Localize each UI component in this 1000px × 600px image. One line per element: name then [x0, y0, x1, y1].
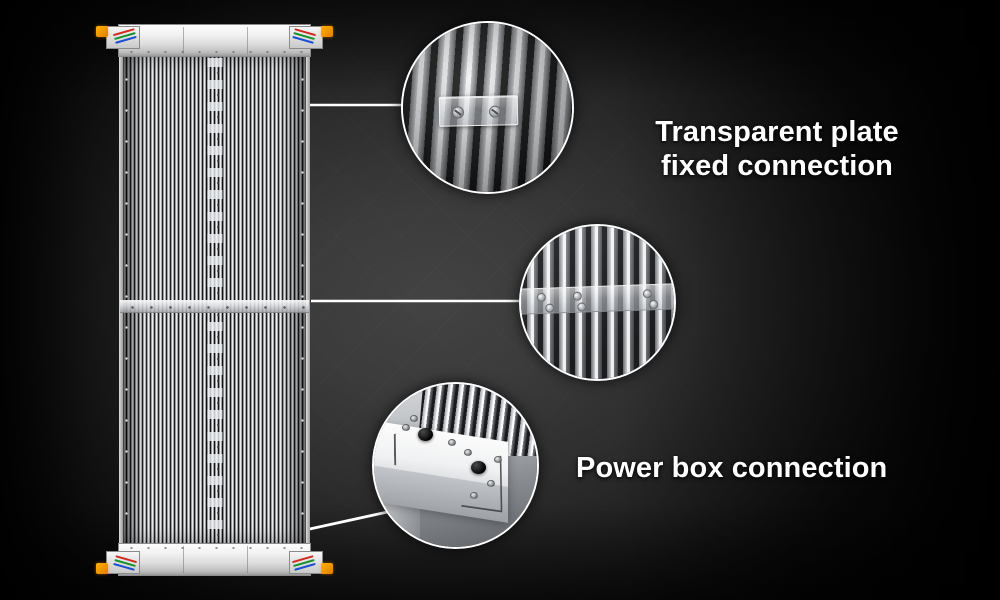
screw-icon	[577, 302, 587, 312]
connector-top-right[interactable]	[289, 26, 333, 49]
screw-icon	[448, 439, 456, 446]
connector-bottom-right[interactable]	[289, 551, 333, 574]
callout-circle-power-box[interactable]	[372, 382, 539, 549]
cable-gland-icon	[418, 428, 433, 441]
caption-power-box: Power box connection	[576, 452, 888, 484]
rail-seam	[183, 546, 184, 573]
screw-icon	[402, 424, 410, 431]
callout-2-photo	[521, 226, 674, 379]
transparent-fixing-plate	[438, 95, 519, 127]
screw-icon	[488, 105, 502, 118]
screw-icon	[451, 106, 465, 119]
screw-icon	[487, 480, 495, 487]
screw-icon	[410, 415, 418, 422]
bottom-aluminium-rail	[118, 543, 311, 576]
connector-top-left[interactable]	[96, 26, 140, 49]
screw-icon	[470, 492, 478, 499]
callout-3-photo	[374, 384, 537, 547]
top-rail-screw-row	[123, 51, 306, 53]
power-plug-icon[interactable]	[96, 26, 108, 37]
screw-icon	[536, 292, 547, 303]
screw-icon	[642, 289, 653, 299]
power-plug-icon[interactable]	[321, 26, 333, 37]
power-plug-icon[interactable]	[96, 563, 108, 574]
callout-circle-horizontal-bar[interactable]	[519, 224, 676, 381]
screw-icon	[464, 449, 472, 456]
caption-transparent-plate: Transparent plate fixed connection	[655, 116, 899, 182]
cable-gland-icon	[471, 461, 486, 474]
screw-icon	[649, 299, 659, 310]
screw-icon	[494, 456, 502, 463]
rail-seam	[183, 27, 184, 54]
led-transparent-panel[interactable]	[96, 24, 333, 576]
screw-icon	[545, 303, 555, 313]
screw-icon	[572, 291, 583, 301]
bottom-rail-screw-row	[123, 547, 306, 549]
top-aluminium-rail	[118, 24, 311, 57]
power-plug-icon[interactable]	[321, 563, 333, 574]
horizontal-joining-bar	[120, 300, 309, 313]
callout-1-photo	[403, 23, 572, 192]
callout-circle-transparent-plate[interactable]	[401, 21, 574, 194]
rail-seam	[247, 27, 248, 54]
connector-bottom-left[interactable]	[96, 551, 140, 574]
rail-seam	[247, 546, 248, 573]
